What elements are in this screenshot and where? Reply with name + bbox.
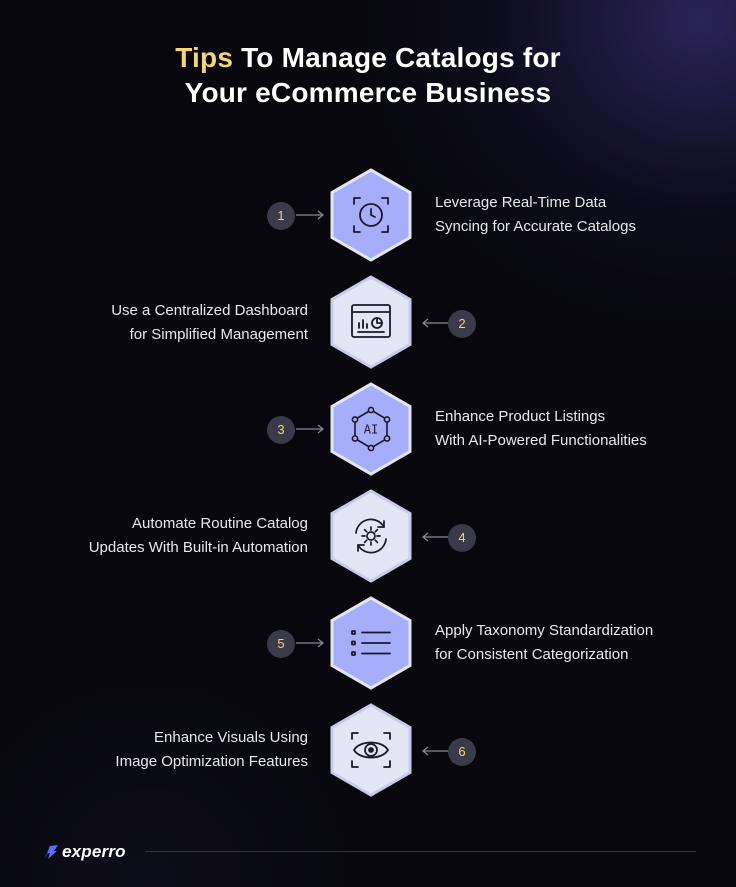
tip-3-badge: 3 (267, 416, 295, 444)
tip-4-badge: 4 (448, 524, 476, 552)
tip-2-text: Use a Centralized Dashboard for Simplifi… (8, 299, 308, 347)
tip-3-text: Enhance Product Listings With AI-Powered… (435, 405, 735, 453)
tip-4-text: Automate Routine Catalog Updates With Bu… (8, 512, 308, 560)
tip-2-line-1: Use a Centralized Dashboard (111, 302, 308, 319)
footer-divider (146, 851, 696, 852)
tip-4-arrow (420, 532, 450, 542)
tip-6-arrow (420, 746, 450, 756)
tip-1-text: Leverage Real-Time Data Syncing for Accu… (435, 191, 735, 239)
tip-6-line-2: Image Optimization Features (115, 753, 308, 770)
tip-5-line-2: for Consistent Categorization (435, 646, 629, 663)
tip-2-arrow (420, 318, 450, 328)
gear-cycle-icon (344, 509, 398, 563)
tip-5-hexagon (324, 596, 418, 690)
tip-4-line-2: Updates With Built-in Automation (88, 539, 308, 556)
tip-3-hexagon: AI (324, 382, 418, 476)
page-title: Tips To Manage Catalogs for Your eCommer… (0, 40, 736, 110)
title-highlight: Tips (175, 42, 234, 73)
tip-6-badge: 6 (448, 738, 476, 766)
list-icon (344, 616, 398, 670)
ai-icon: AI (344, 402, 398, 456)
tip-1-line-1: Leverage Real-Time Data (435, 194, 607, 211)
tip-1-arrow (296, 210, 326, 220)
title-line-2: Your eCommerce Business (184, 77, 552, 108)
clock-icon (344, 188, 398, 242)
tip-1-hexagon (324, 168, 418, 262)
brand-logo: experro (42, 840, 126, 864)
tip-2-line-2: for Simplified Management (129, 326, 308, 343)
tip-5-line-1: Apply Taxonomy Standardization (435, 622, 654, 639)
brand-name: experro (62, 842, 126, 861)
tip-1-line-2: Syncing for Accurate Catalogs (435, 218, 636, 235)
tip-4-line-1: Automate Routine Catalog (132, 515, 308, 532)
brand-mark-icon (45, 845, 58, 859)
eye-icon (344, 723, 398, 777)
tip-6-text: Enhance Visuals Using Image Optimization… (8, 726, 308, 774)
tip-5-arrow (296, 638, 326, 648)
tip-3-line-2: With AI-Powered Functionalities (435, 432, 647, 449)
tip-1-badge: 1 (267, 202, 295, 230)
ai-icon-label: AI (364, 423, 378, 437)
title-line-1: To Manage Catalogs for (233, 42, 561, 73)
tip-6-line-1: Enhance Visuals Using (154, 729, 308, 746)
tip-5-badge: 5 (267, 630, 295, 658)
tip-3-arrow (296, 424, 326, 434)
tip-3-line-1: Enhance Product Listings (435, 408, 606, 425)
tip-5-text: Apply Taxonomy Standardization for Consi… (435, 619, 735, 667)
dashboard-icon (344, 295, 398, 349)
tip-6-hexagon (324, 703, 418, 797)
tip-2-badge: 2 (448, 310, 476, 338)
tip-2-hexagon (324, 275, 418, 369)
tip-4-hexagon (324, 489, 418, 583)
